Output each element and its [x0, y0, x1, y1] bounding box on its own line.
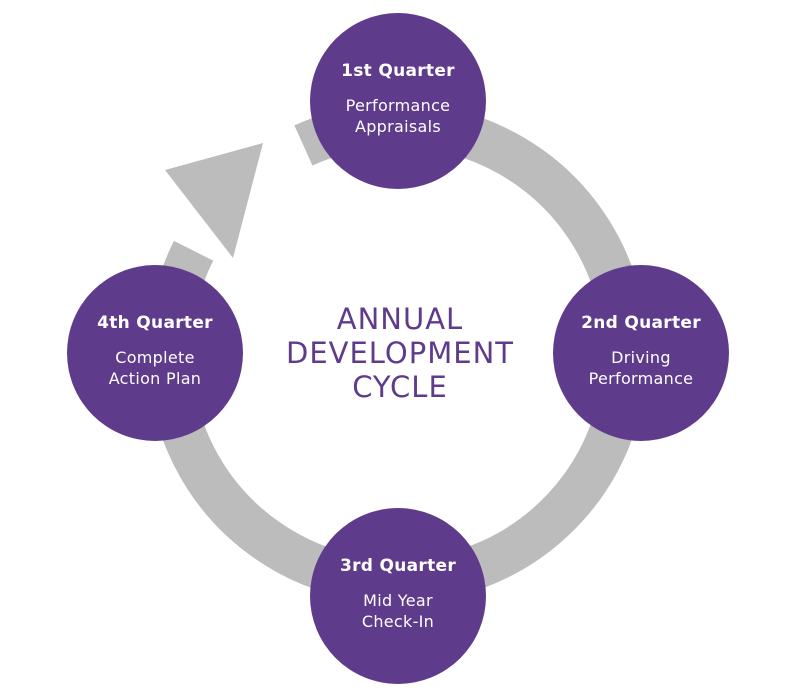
- cycle-arrowhead: [165, 143, 263, 258]
- quarter-node-2: 2nd Quarter Driving Performance: [553, 265, 729, 441]
- quarter-description-line: Complete: [115, 348, 195, 367]
- quarter-description: Performance Appraisals: [346, 95, 451, 137]
- cycle-track: [147, 103, 648, 604]
- quarter-node-1: 1st Quarter Performance Appraisals: [310, 13, 486, 189]
- quarter-title: 1st Quarter: [341, 61, 455, 81]
- center-title-line-2: DEVELOPMENT: [285, 336, 514, 370]
- quarter-description-line: Driving: [611, 348, 671, 367]
- quarter-description: Complete Action Plan: [109, 347, 202, 389]
- quarter-description-line: Appraisals: [354, 117, 441, 136]
- quarter-description-line: Performance: [588, 369, 694, 388]
- center-title: ANNUAL DEVELOPMENT CYCLE: [250, 302, 550, 404]
- quarter-description-line: Action Plan: [108, 369, 202, 388]
- quarter-title: 2nd Quarter: [581, 313, 701, 333]
- quarter-title: 3rd Quarter: [339, 556, 457, 576]
- center-title-line-3: CYCLE: [352, 370, 448, 404]
- quarter-node-3: 3rd Quarter Mid Year Check-In: [310, 508, 486, 684]
- quarter-description: Mid Year Check-In: [362, 590, 434, 632]
- quarter-node-4: 4th Quarter Complete Action Plan: [67, 265, 243, 441]
- quarter-description-line: Mid Year: [363, 591, 433, 610]
- quarter-description: Driving Performance: [589, 347, 694, 389]
- quarter-description-line: Check-In: [361, 612, 435, 631]
- quarter-description-line: Performance: [345, 96, 451, 115]
- center-title-line-1: ANNUAL: [336, 302, 464, 336]
- quarter-title: 4th Quarter: [97, 313, 213, 333]
